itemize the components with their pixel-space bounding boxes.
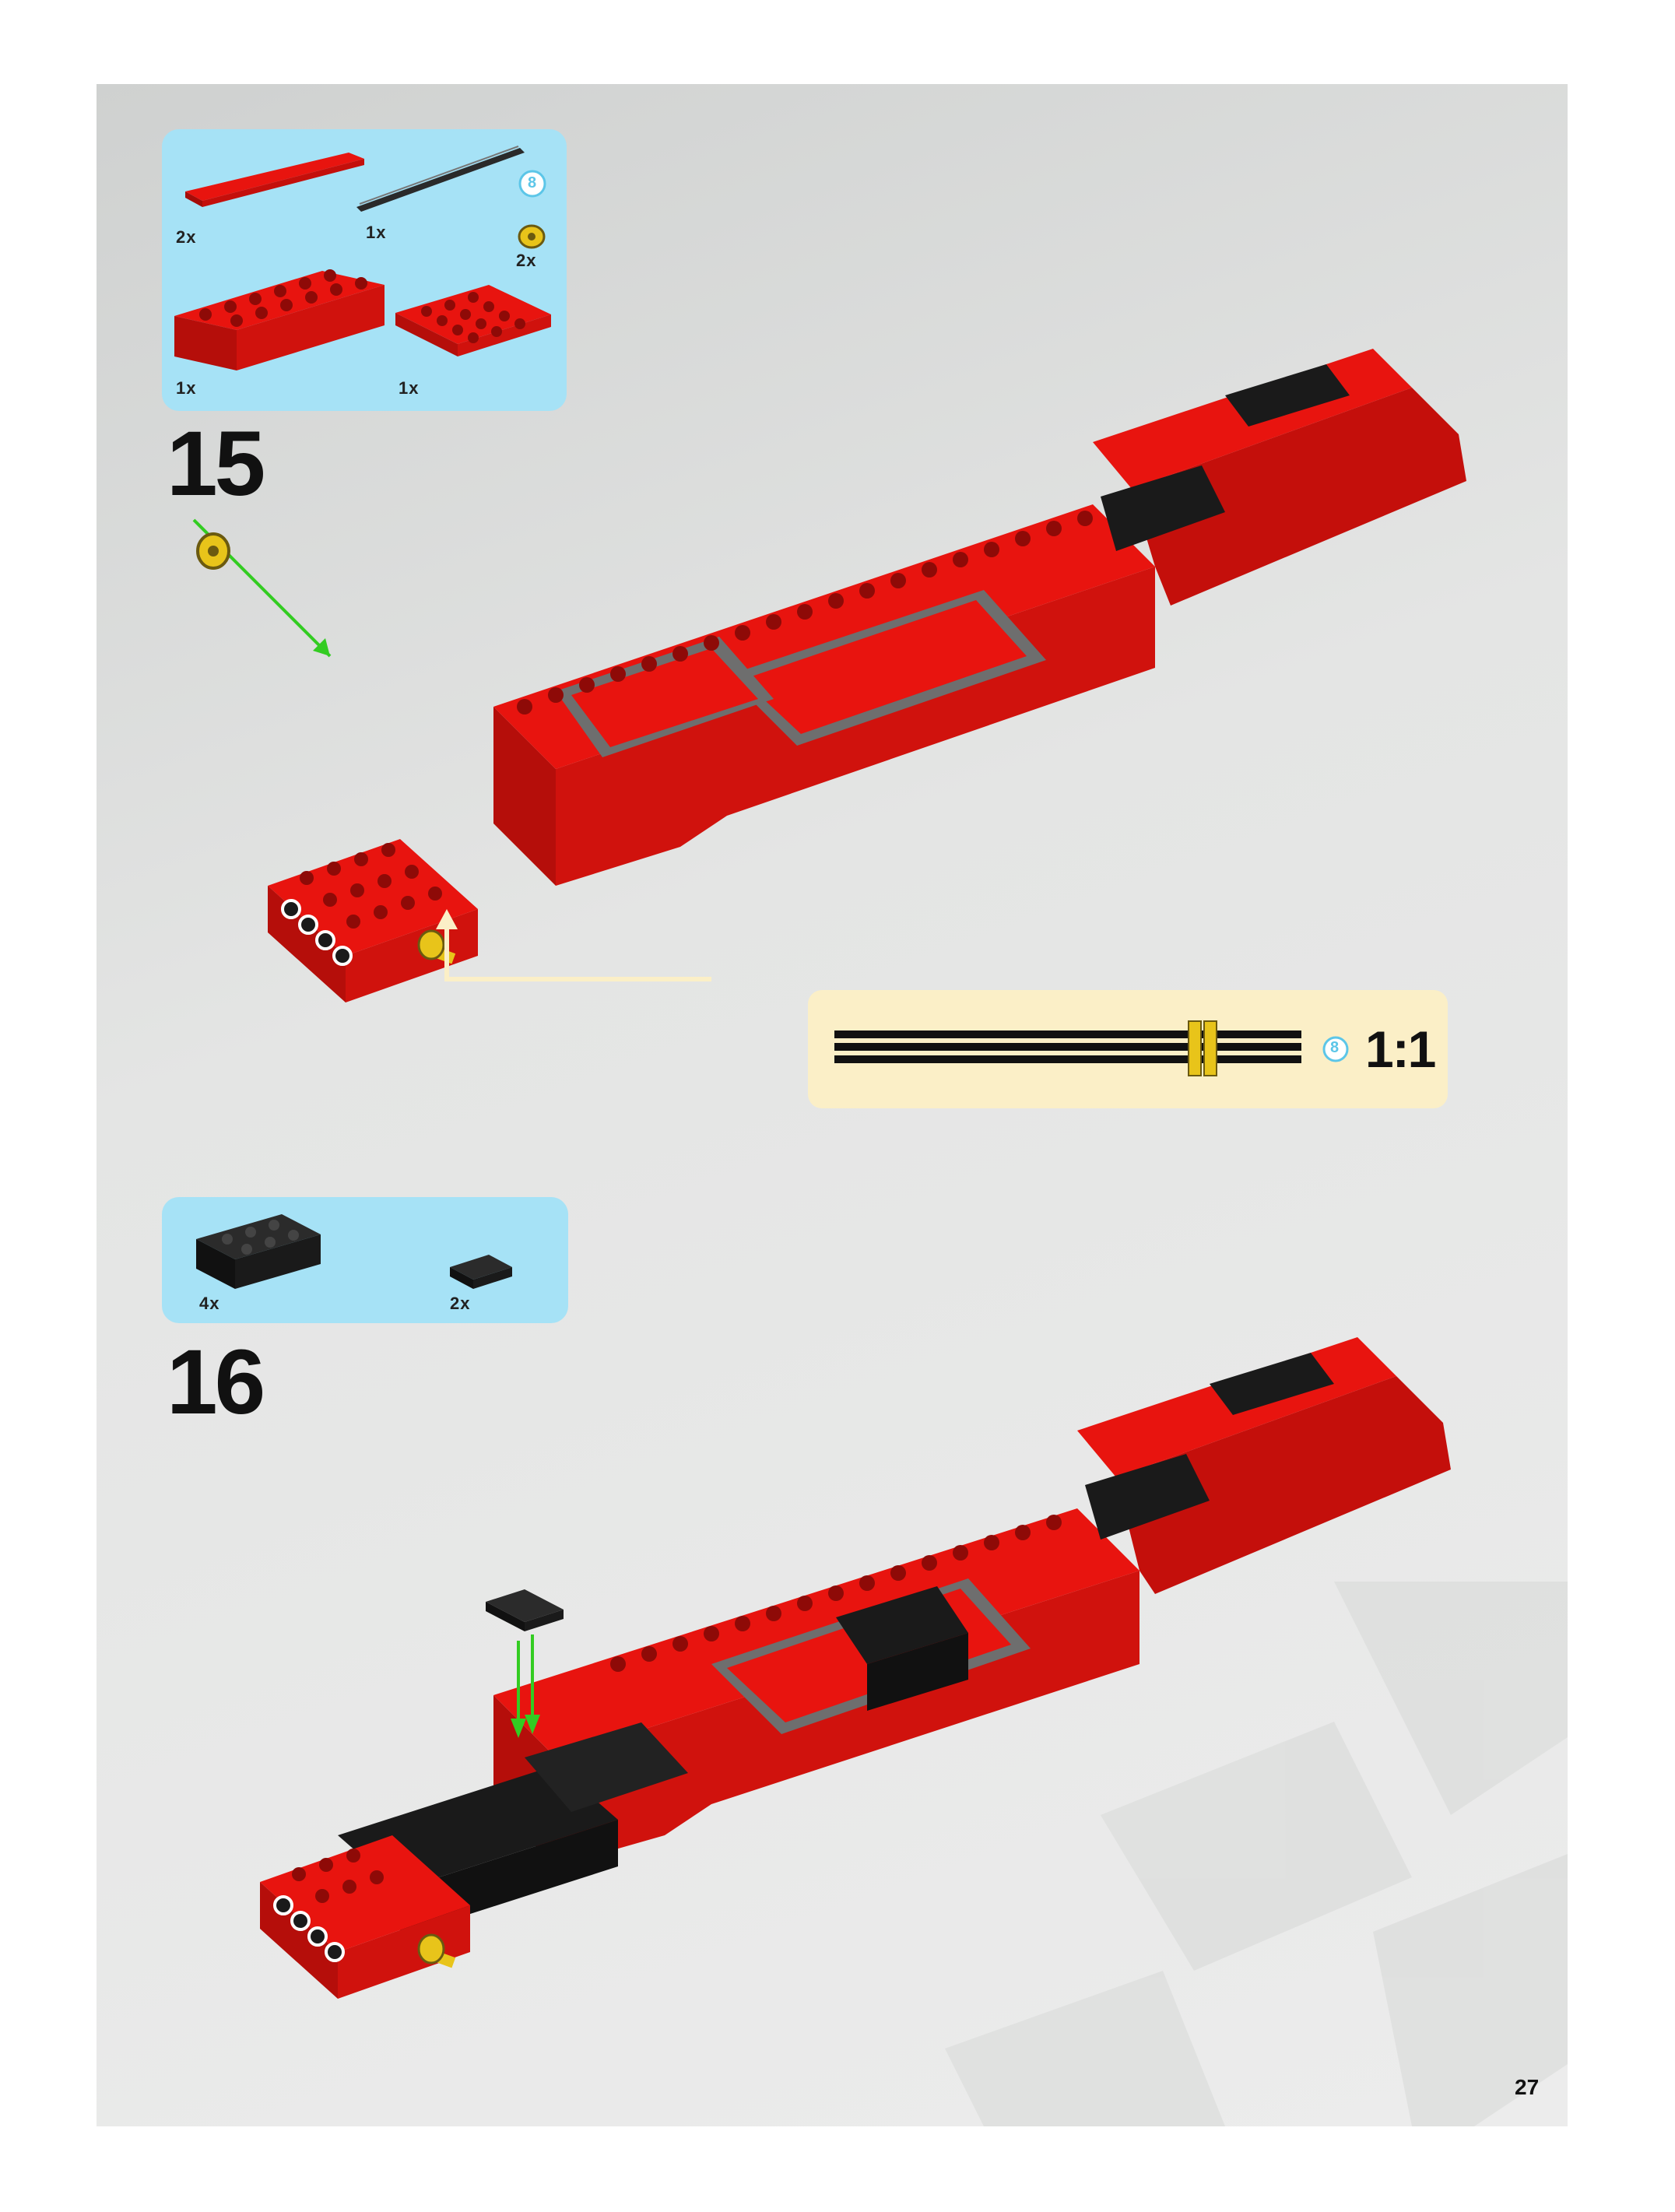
axle-callout: 8 1:1 (808, 990, 1448, 1108)
step-number-16: 16 (167, 1329, 262, 1435)
qty-black-axle: 1x (366, 223, 386, 243)
qty-red-plate: 2x (176, 227, 196, 248)
qty-yellow-bush: 2x (516, 251, 536, 271)
axle-1to1-icon (834, 1016, 1301, 1087)
scale-label: 1:1 (1365, 1020, 1434, 1079)
black-axle-icon (356, 142, 528, 219)
step-number-15: 15 (167, 411, 262, 517)
page-number: 27 (1515, 2075, 1539, 2100)
yellow-bush-icon (516, 221, 547, 252)
qty-black-brick: 4x (199, 1294, 219, 1314)
qty-red-brick: 1x (176, 378, 196, 399)
red-plate-icon (185, 145, 364, 215)
chassis-model-step-16 (291, 1275, 1568, 2092)
callout-badge: 8 (1330, 1039, 1340, 1057)
instruction-page: 2x 1x 8 2x 1x (97, 84, 1568, 2126)
axle-length-badge: 8 (528, 174, 537, 192)
